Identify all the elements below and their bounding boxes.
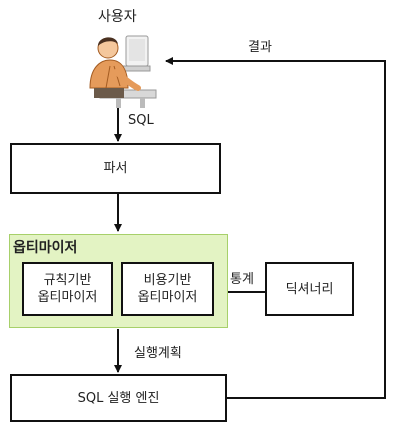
sql-engine-box: SQL 실행 엔진 [10,374,227,422]
cost-based-label-line2: 옵티마이저 [137,290,198,305]
result-label: 결과 [248,40,272,55]
optimizer-title: 옵티마이저 [13,240,78,256]
rule-based-label-line1: 규칙기반 [43,273,92,288]
dictionary-box: 딕셔너리 [265,262,354,316]
dictionary-label: 딕셔너리 [285,281,334,297]
rule-based-optimizer-box: 규칙기반 옵티마이저 [22,262,113,316]
cost-based-optimizer-box: 비용기반 옵티마이저 [121,262,214,316]
parser-label: 파서 [103,161,128,176]
user-label: 사용자 [98,9,137,25]
user-icon [89,35,157,108]
statistics-label: 통계 [230,272,254,287]
execution-plan-label: 실행계획 [134,346,182,361]
cost-based-label-line1: 비용기반 [143,273,192,288]
parser-box: 파서 [10,143,221,194]
rule-based-label-line2: 옵티마이저 [37,290,98,305]
arrow-engine-to-user-result [165,57,386,399]
sql-label: SQL [128,113,154,128]
sql-engine-label: SQL 실행 엔진 [77,390,160,406]
